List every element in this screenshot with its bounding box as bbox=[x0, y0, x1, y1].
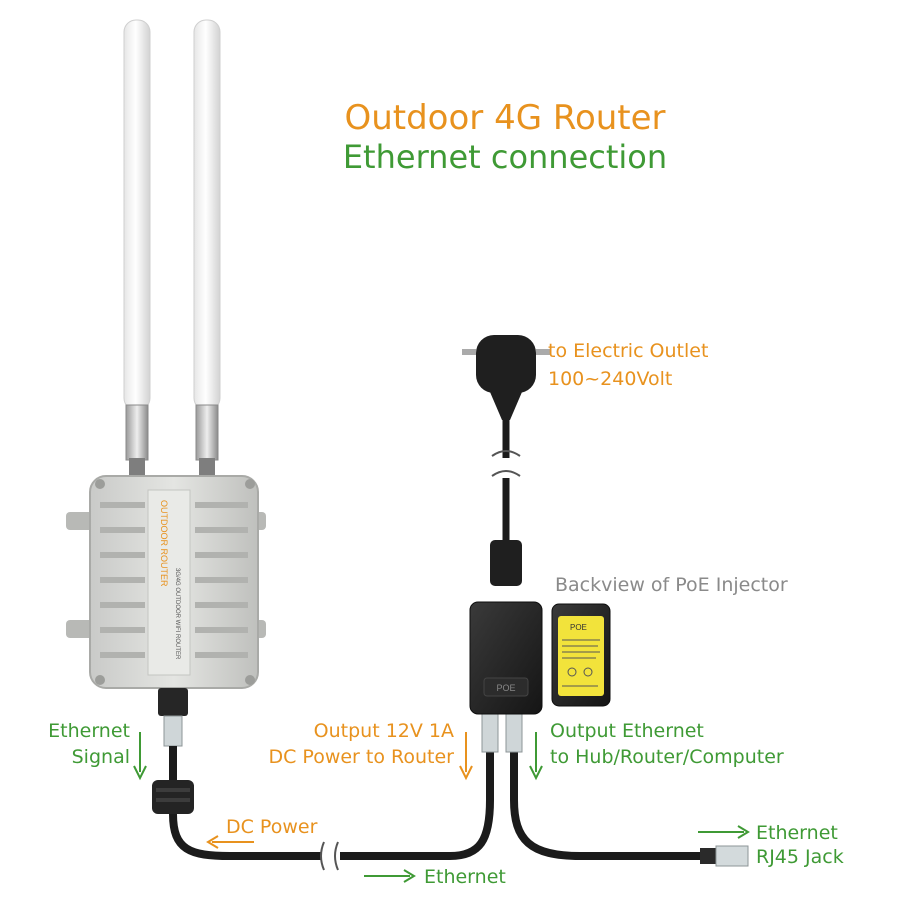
rj45-jack bbox=[700, 846, 748, 866]
router-side-label: 3G/4G OUTDOOR WIFI ROUTER bbox=[174, 568, 180, 660]
dc-power-label: DC Power bbox=[226, 816, 317, 839]
arrow-output-ethernet bbox=[530, 732, 542, 778]
output-ethernet-label-line2: to Hub/Router/Computer bbox=[550, 746, 784, 769]
power-plug bbox=[462, 335, 550, 420]
poe-back-label: POE bbox=[570, 623, 587, 632]
arrow-output-power bbox=[460, 732, 472, 778]
output-ethernet-label-line1: Output Ethernet bbox=[550, 720, 704, 743]
outlet-label-line2: 100~240Volt bbox=[548, 368, 672, 391]
rj45-label-line2: RJ45 Jack bbox=[756, 846, 844, 869]
arrow-rj45 bbox=[698, 826, 748, 838]
poe-output-plugs bbox=[482, 714, 522, 752]
router-brand-label: OUTDOOR ROUTER bbox=[159, 500, 169, 587]
cable-break-symbol bbox=[321, 842, 338, 870]
arrow-ethernet-bottom bbox=[364, 870, 414, 882]
poe-injector: POE bbox=[470, 602, 542, 714]
waterproof-connector bbox=[152, 780, 194, 814]
outlet-label-line1: to Electric Outlet bbox=[548, 340, 708, 363]
poe-injector-backview: POE bbox=[552, 604, 610, 706]
diagram-subtitle: Ethernet connection bbox=[0, 138, 900, 176]
diagram-title: Outdoor 4G Router bbox=[0, 98, 900, 139]
antenna-right bbox=[194, 20, 220, 480]
ethernet-signal-label-line2: Signal bbox=[20, 746, 130, 769]
backview-label: Backview of PoE Injector bbox=[555, 574, 788, 597]
ethernet-signal-label-line1: Ethernet bbox=[20, 720, 130, 743]
output-power-label-line1: Output 12V 1A bbox=[230, 720, 454, 743]
arrow-ethernet-signal bbox=[134, 732, 146, 778]
ethernet-bottom-label: Ethernet bbox=[424, 866, 506, 889]
antenna-left bbox=[124, 20, 150, 480]
outdoor-router: OUTDOOR ROUTER 3G/4G OUTDOOR WIFI ROUTER bbox=[66, 476, 266, 746]
poe-front-label: POE bbox=[496, 683, 515, 693]
output-power-label-line2: DC Power to Router bbox=[230, 746, 454, 769]
rj45-label-line1: Ethernet bbox=[756, 822, 838, 845]
